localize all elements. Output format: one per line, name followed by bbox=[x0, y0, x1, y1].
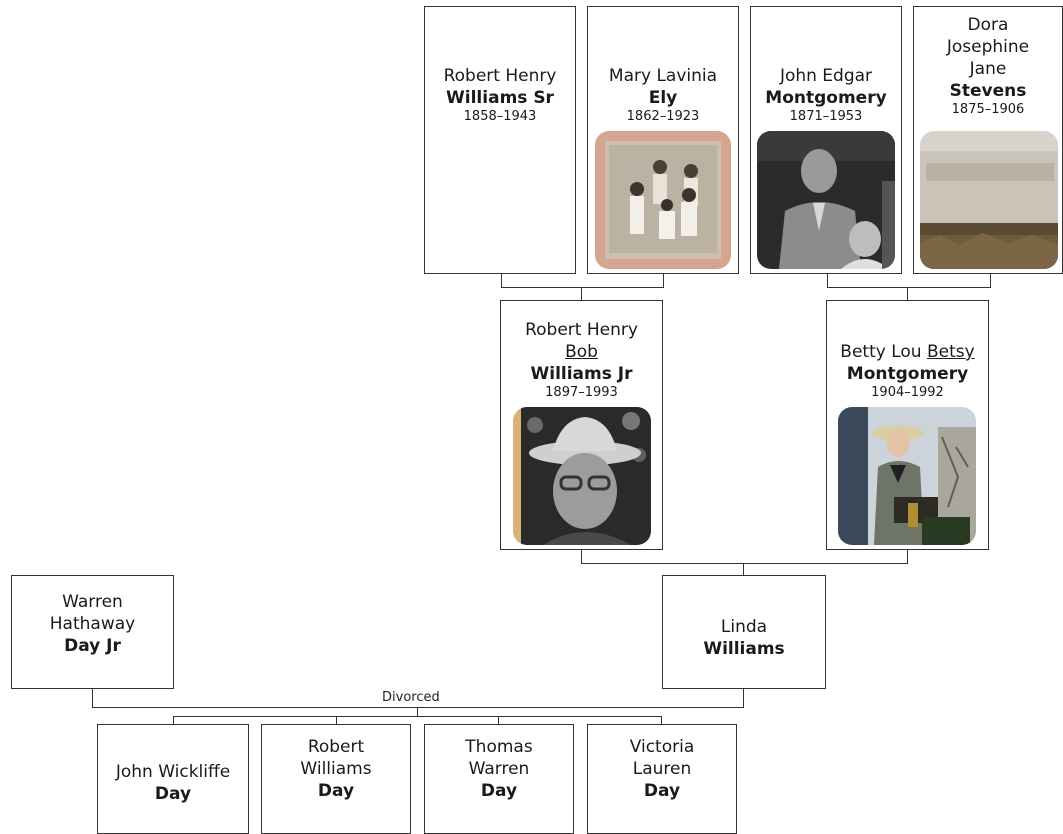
given-name-2: Warren bbox=[468, 759, 530, 779]
surname: Day bbox=[154, 784, 192, 804]
connector-line bbox=[743, 563, 744, 575]
given-name: Robert Henry bbox=[525, 320, 638, 340]
life-dates: 1858–1943 bbox=[463, 109, 537, 124]
connector-line bbox=[581, 287, 582, 300]
surname: Ely bbox=[648, 88, 678, 108]
given-name: Linda bbox=[720, 617, 768, 637]
surname: Day bbox=[480, 781, 518, 801]
life-dates: 1897–1993 bbox=[545, 385, 618, 400]
given-name-1: Thomas bbox=[465, 737, 533, 757]
person-card-robert-henry-williams-sr[interactable]: Robert Henry Williams Sr 1858–1943 bbox=[424, 6, 576, 274]
nickname: Bob bbox=[565, 342, 598, 362]
connector-line bbox=[907, 287, 908, 300]
person-card-robert-henry-bob-williams-jr[interactable]: Robert Henry Bob Williams Jr 1897–1993 bbox=[500, 300, 663, 550]
connector-line bbox=[173, 716, 174, 724]
life-dates: 1904–1992 bbox=[871, 385, 944, 400]
given-name-3: Jane bbox=[969, 59, 1007, 79]
given-name-1: Robert bbox=[307, 737, 365, 757]
given-name: Robert Henry bbox=[443, 66, 557, 86]
given-name-2: Lauren bbox=[632, 759, 692, 779]
connector-line bbox=[907, 549, 908, 563]
life-dates: 1862–1923 bbox=[626, 109, 700, 124]
given-name: Mary Lavinia bbox=[608, 66, 718, 86]
given-name-1: Warren bbox=[62, 592, 123, 612]
person-card-linda-williams[interactable]: Linda Williams bbox=[662, 575, 826, 689]
headstone-photo bbox=[920, 131, 1058, 269]
life-dates: 1875–1906 bbox=[951, 102, 1025, 117]
connector-line bbox=[827, 287, 991, 288]
connector-line bbox=[581, 563, 908, 564]
connector-line bbox=[663, 273, 664, 287]
surname: Williams bbox=[703, 639, 785, 659]
surname: Day bbox=[643, 781, 681, 801]
given-name: John Edgar bbox=[779, 66, 873, 86]
person-card-warren-hathaway-day-jr[interactable]: Warren Hathaway Day Jr bbox=[11, 575, 174, 689]
given-name-2: Williams bbox=[300, 759, 372, 779]
person-card-betty-lou-betsy-montgomery[interactable]: Betty Lou Betsy Montgomery 1904–1992 bbox=[826, 300, 989, 550]
person-card-john-wickliffe-day[interactable]: John Wickliffe Day bbox=[97, 724, 249, 834]
given-name-2: Josephine bbox=[946, 37, 1030, 57]
given-name-1: Dora bbox=[967, 15, 1009, 35]
connector-line bbox=[92, 688, 93, 708]
given-name: Betty Lou bbox=[840, 342, 922, 362]
given-name-1: Victoria bbox=[629, 737, 695, 757]
relationship-label: Divorced bbox=[382, 690, 440, 705]
given-name: John Wickliffe bbox=[115, 762, 231, 782]
person-card-mary-lavinia-ely[interactable]: Mary Lavinia Ely 1862–1923 bbox=[587, 6, 739, 274]
portrait-photo bbox=[513, 407, 651, 545]
surname: Montgomery bbox=[846, 364, 969, 384]
connector-line bbox=[501, 273, 502, 287]
person-card-victoria-lauren-day[interactable]: Victoria Lauren Day bbox=[587, 724, 737, 834]
connector-line bbox=[743, 688, 744, 708]
surname: Stevens bbox=[949, 81, 1027, 101]
surname: Williams Jr bbox=[530, 364, 633, 384]
connector-line bbox=[501, 287, 664, 288]
connector-line bbox=[990, 273, 991, 287]
connector-line bbox=[336, 716, 337, 724]
person-card-robert-williams-day[interactable]: Robert Williams Day bbox=[261, 724, 411, 834]
portrait-photo bbox=[595, 131, 731, 269]
surname: Day Jr bbox=[64, 636, 121, 656]
connector-line bbox=[92, 707, 744, 708]
surname: Day bbox=[317, 781, 355, 801]
person-card-john-edgar-montgomery[interactable]: John Edgar Montgomery 1871–1953 bbox=[750, 6, 902, 274]
life-dates: 1871–1953 bbox=[789, 109, 863, 124]
connector-line bbox=[661, 716, 662, 724]
connector-line bbox=[827, 273, 828, 287]
given-name-2: Hathaway bbox=[49, 614, 136, 634]
connector-line bbox=[417, 707, 418, 717]
connector-line bbox=[581, 549, 582, 563]
surname: Williams Sr bbox=[446, 88, 554, 108]
nickname: Betsy bbox=[926, 342, 975, 362]
given-name-line: Betty Lou Betsy bbox=[827, 341, 988, 363]
portrait-photo bbox=[838, 407, 976, 545]
connector-line bbox=[173, 716, 662, 717]
person-card-dora-josephine-jane-stevens[interactable]: Dora Josephine Jane Stevens 1875–1906 bbox=[913, 6, 1063, 274]
portrait-photo bbox=[757, 131, 895, 269]
connector-line bbox=[498, 716, 499, 724]
person-card-thomas-warren-day[interactable]: Thomas Warren Day bbox=[424, 724, 574, 834]
surname: Montgomery bbox=[765, 88, 887, 108]
